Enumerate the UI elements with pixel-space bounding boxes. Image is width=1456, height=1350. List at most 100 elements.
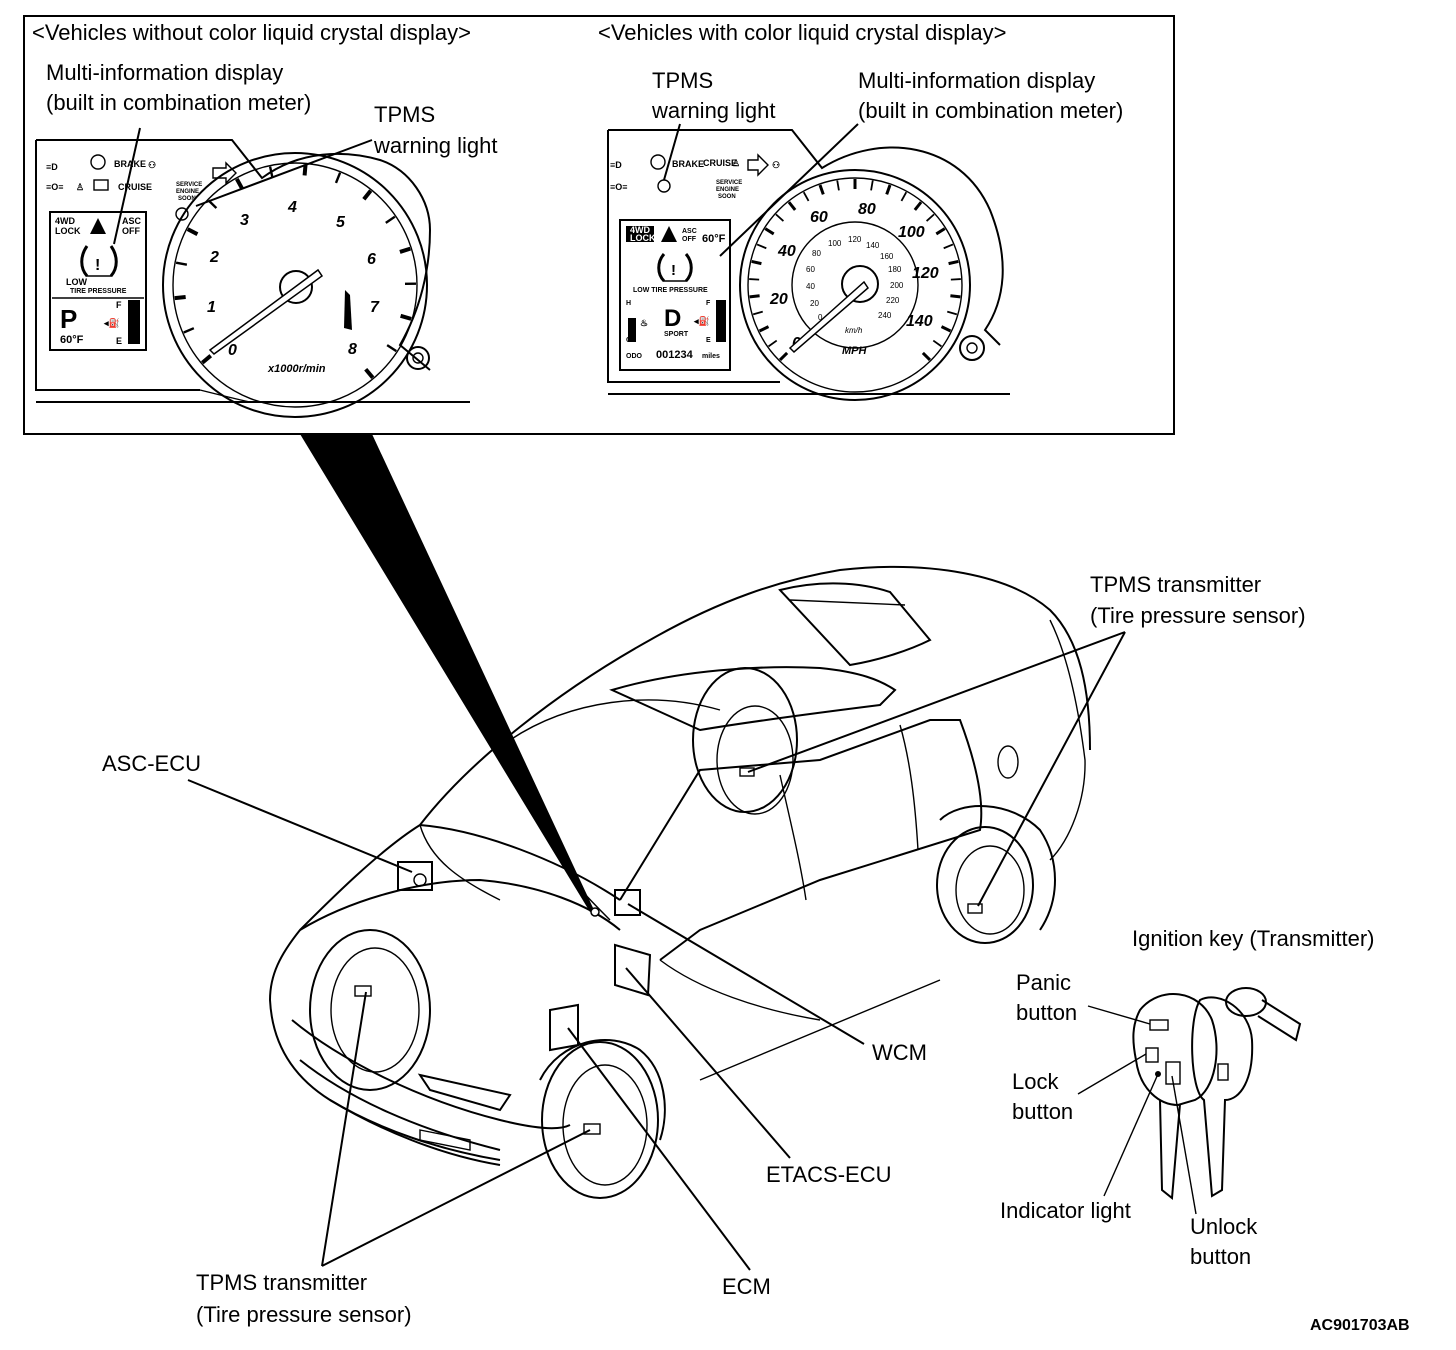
ignition-key-label: Ignition key (Transmitter) <box>1132 926 1374 951</box>
dial-tick <box>364 367 375 379</box>
wcm-leader <box>627 903 865 1045</box>
battery-indicator-icon <box>93 179 109 191</box>
right-lcd-display <box>619 219 731 371</box>
vehicle-line-drawing <box>268 565 1091 1199</box>
ignition-key-transmitter: Ignition key (Transmitter) Panic button … <box>1000 926 1374 1269</box>
dial-tick <box>385 215 396 224</box>
key-ring <box>1225 987 1267 1017</box>
left-combination-meter: 0 1 2 3 4 5 6 7 8 x1000r/min ≡D BRAKE ⚇ … <box>35 127 470 418</box>
roofline <box>419 565 1091 826</box>
windshield-top <box>509 699 721 741</box>
rocker-panel <box>659 959 941 1081</box>
windshield-base <box>419 824 621 901</box>
tpms-rear-label-line1: TPMS transmitter <box>1090 572 1261 597</box>
left-tpms-leader <box>195 139 373 207</box>
service-engine-soon-line3: SOON <box>718 194 736 200</box>
asc-ecu-label: ASC-ECU <box>102 751 201 776</box>
dial-tick <box>201 354 213 365</box>
tach-needle <box>208 268 324 355</box>
right-mid-leader <box>719 123 859 257</box>
fog-indicator-icon: ≡D <box>610 160 622 170</box>
dial-tick <box>885 184 892 195</box>
rear-wheel-far-tire <box>692 667 798 813</box>
dial-tick <box>751 259 762 266</box>
indicator-light-leader <box>1103 1073 1159 1197</box>
headlight <box>417 1073 512 1112</box>
key-ring-tag <box>1257 999 1302 1042</box>
tach-redzone-marks <box>344 290 352 330</box>
speedometer-needle <box>788 280 869 354</box>
panic-button-leader <box>1087 1005 1151 1025</box>
ecm-label: ECM <box>722 1274 771 1299</box>
kmh-number: 220 <box>886 296 900 305</box>
front-bumper-top <box>291 1019 571 1130</box>
kmh-number: 240 <box>878 311 892 320</box>
dial-tick <box>948 259 959 266</box>
left-lcd-display <box>49 211 147 351</box>
fuel-full-mark: F <box>116 300 122 310</box>
lcd-4wd: 4WD <box>55 216 76 226</box>
abs-indicator-icon <box>90 154 106 170</box>
dial-tick <box>756 243 767 250</box>
tire-exclamation-icon: ! <box>671 262 676 279</box>
sunroof-detail <box>789 599 906 606</box>
abs-indicator-icon <box>650 154 666 170</box>
right-cluster-housing <box>607 129 1010 395</box>
dial-tick <box>935 227 946 236</box>
brake-indicator: BRAKE <box>114 159 146 169</box>
fuel-gauge-bar <box>128 300 140 344</box>
side-door-outline <box>619 719 983 961</box>
kmh-number: 20 <box>810 299 819 308</box>
dial-tick <box>921 351 932 362</box>
low-tire-pressure-icon <box>657 253 693 283</box>
kmh-number: 80 <box>812 249 821 258</box>
tachometer-inner-ring <box>172 162 418 408</box>
lcd-4wd: 4WD <box>630 225 651 235</box>
panic-button[interactable] <box>1149 1019 1169 1031</box>
dial-tick <box>943 243 954 250</box>
asc-ecu-leader <box>187 779 413 873</box>
rear-window <box>609 666 897 732</box>
master-warning-icon <box>661 226 677 242</box>
front-fender-outline <box>268 824 501 1161</box>
lcd-odo-value: 001234 <box>656 349 694 361</box>
dial-tick <box>900 191 908 202</box>
ecm-unit <box>549 1003 579 1052</box>
right-inset-heading: <Vehicles with color liquid crystal disp… <box>598 20 1006 45</box>
mph-number: 100 <box>898 224 925 241</box>
mph-number: 80 <box>858 201 876 218</box>
front-bumper-bottom <box>329 1099 501 1166</box>
tach-number: 4 <box>287 199 297 216</box>
dial-tick <box>334 172 342 184</box>
right-combination-meter: 0 20 40 60 80 100 120 140 0 20 40 60 80 … <box>607 123 1010 401</box>
speedometer-ticks <box>749 179 961 362</box>
mph-number: 120 <box>912 265 939 282</box>
dial-tick <box>787 201 797 211</box>
trip-reset-knob-center <box>966 342 978 354</box>
right-tpms-label-line1: TPMS <box>652 68 713 93</box>
left-mid-leader <box>113 127 141 245</box>
temp-hot-mark: H <box>626 300 631 307</box>
dial-tick <box>186 227 199 236</box>
dial-tick <box>950 278 961 281</box>
left-mid-label-line2: (built in combination meter) <box>46 90 311 115</box>
door-seam-front <box>779 774 807 901</box>
lcd-sport-mode: SPORT <box>664 331 689 338</box>
right-mid-label-line1: Multi-information display <box>858 68 1095 93</box>
dial-tick <box>946 310 958 316</box>
dial-tick <box>758 325 770 333</box>
fuel-door <box>997 745 1019 779</box>
left-inset-heading: <Vehicles without color liquid crystal d… <box>32 20 471 45</box>
right-tpms-leader <box>663 123 681 181</box>
panic-button-label-line1: Panic <box>1016 970 1071 995</box>
dial-tick <box>174 294 186 301</box>
lcd-4wd-lock-badge <box>626 226 654 242</box>
dial-tick <box>913 201 923 211</box>
lcd-off: OFF <box>682 236 697 243</box>
right-mid-label-line2: (built in combination meter) <box>858 98 1123 123</box>
left-tpms-label-line2: warning light <box>373 133 498 158</box>
tach-number: 2 <box>209 249 219 266</box>
etacs-ecu-unit <box>614 943 652 997</box>
rear-wheel-near-rim <box>955 845 1025 935</box>
lock-button[interactable] <box>1145 1047 1159 1063</box>
